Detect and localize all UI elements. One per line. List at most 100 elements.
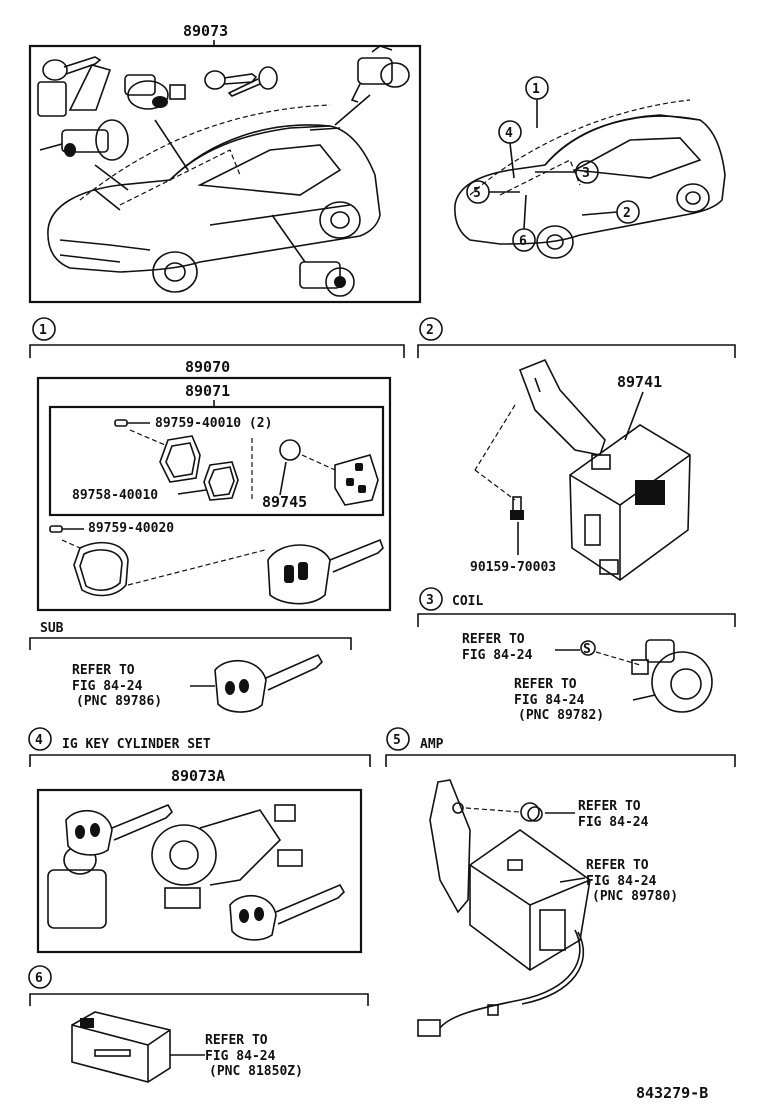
- rubber-pad-icon: [159, 435, 201, 483]
- part-89071: 89071: [185, 382, 230, 400]
- ig-cylinder-icon: [151, 804, 303, 909]
- svg-text:4: 4: [505, 126, 513, 141]
- amp-wire-icon: [417, 929, 585, 1037]
- svg-text:(PNC 81850Z): (PNC 81850Z): [209, 1064, 303, 1079]
- svg-text:1: 1: [532, 82, 540, 97]
- battery-icon: [279, 439, 301, 461]
- svg-text:1: 1: [39, 323, 47, 338]
- part-89070: 89070: [185, 358, 230, 376]
- svg-text:(PNC 89786): (PNC 89786): [76, 694, 162, 709]
- amp-box-icon: [469, 829, 591, 971]
- svg-text:6: 6: [519, 234, 527, 249]
- callout-6: 6: [512, 194, 536, 252]
- callout-4: 4: [498, 120, 522, 179]
- svg-text:REFER TO: REFER TO: [578, 799, 641, 814]
- amp-bracket-icon: [429, 779, 471, 914]
- callout-1: 1: [525, 76, 549, 128]
- sub-ref-text: REFER TO FIG 84-24 (PNC 89786): [72, 663, 162, 709]
- part-89073A: 89073A: [171, 767, 225, 785]
- section-1-header: 1: [29, 317, 405, 358]
- car-illustration-main: [47, 104, 381, 293]
- screw-b-icon: [49, 525, 84, 533]
- sensor-ref-text: REFER TO FIG 84-24 (PNC 81850Z): [205, 1033, 303, 1079]
- svg-text:(PNC 89782): (PNC 89782): [518, 708, 604, 723]
- sub-bracket: [29, 637, 352, 650]
- svg-text:REFER TO: REFER TO: [72, 663, 135, 678]
- coil-ring-icon: [631, 639, 713, 713]
- svg-text:REFER TO: REFER TO: [514, 677, 577, 692]
- svg-text:5: 5: [473, 186, 481, 201]
- svg-text:FIG 84-24: FIG 84-24: [514, 693, 585, 708]
- part-89741: 89741: [617, 373, 662, 391]
- section-5-header: 5 AMP: [385, 727, 736, 767]
- svg-text:5: 5: [393, 733, 401, 748]
- svg-text:3: 3: [582, 166, 590, 181]
- part-90159-70003: 90159-70003: [470, 560, 556, 575]
- trunk-cylinder-icon: [334, 45, 410, 126]
- part-89758-40010: 89758-40010: [72, 488, 158, 503]
- top-main-box: [28, 44, 422, 304]
- svg-text:FIG 84-24: FIG 84-24: [586, 874, 657, 889]
- sub-label: SUB: [40, 621, 64, 636]
- svg-text:FIG 84-24: FIG 84-24: [462, 648, 533, 663]
- sensor-block-icon: [71, 1011, 171, 1083]
- ig-key-top-icon: [65, 803, 173, 856]
- screw-icon: [114, 419, 150, 427]
- coil-ref-b: REFER TO FIG 84-24 (PNC 89782): [514, 677, 604, 723]
- svg-text:3: 3: [426, 593, 434, 608]
- ignition-cylinder-icon: [39, 119, 129, 191]
- svg-text:REFER TO: REFER TO: [205, 1033, 268, 1048]
- top-part-number: 89073: [183, 22, 228, 40]
- case-ring-icon: [203, 461, 239, 501]
- ig-key-title: IG KEY CYLINDER SET: [62, 737, 211, 752]
- remote-cover-icon: [334, 454, 379, 506]
- callout-5: 5: [466, 180, 520, 204]
- amp-ref-a: REFER TO FIG 84-24: [578, 799, 649, 830]
- svg-text:2: 2: [623, 206, 631, 221]
- svg-text:FIG 84-24: FIG 84-24: [72, 679, 143, 694]
- coil-title: COIL: [452, 594, 483, 609]
- svg-text:FIG 84-24: FIG 84-24: [205, 1049, 276, 1064]
- box-89070: [36, 376, 392, 612]
- part-89745: 89745: [262, 493, 307, 511]
- coil-ref-a: REFER TO FIG 84-24: [462, 632, 533, 663]
- keys-pair-icon: [204, 66, 278, 97]
- door-cylinder-bottom-icon: [271, 214, 355, 297]
- control-module-icon: [569, 424, 691, 581]
- master-key-icon: [267, 538, 384, 605]
- sub-key-icon: [214, 653, 323, 713]
- door-cylinder-icon: [124, 74, 189, 171]
- part-89759-40010: 89759-40010 (2): [155, 416, 272, 431]
- ig-key-bottom-icon: [229, 883, 345, 941]
- amp-title: AMP: [420, 737, 444, 752]
- svg-text:6: 6: [35, 971, 43, 986]
- svg-text:REFER TO: REFER TO: [586, 858, 649, 873]
- section-3-header: 3 COIL: [417, 587, 736, 627]
- svg-text:4: 4: [35, 733, 43, 748]
- box-89073A: [36, 788, 363, 954]
- section-4-header: 4 IG KEY CYLINDER SET: [28, 727, 371, 767]
- footer-code: 843279-B: [636, 1084, 708, 1102]
- part-89759-40020: 89759-40020: [88, 521, 174, 536]
- callout-2: 2: [581, 200, 640, 224]
- svg-text:FIG 84-24: FIG 84-24: [578, 815, 649, 830]
- amp-clip-icon: [520, 802, 543, 822]
- section-2-header: 2: [417, 317, 736, 358]
- svg-text:2: 2: [426, 323, 434, 338]
- svg-text:(PNC 89780): (PNC 89780): [592, 889, 678, 904]
- amp-ref-b: REFER TO FIG 84-24 (PNC 89780): [586, 858, 678, 904]
- svg-text:REFER TO: REFER TO: [462, 632, 525, 647]
- bolt-icon: [510, 496, 524, 520]
- key-shell-icon: [73, 541, 129, 597]
- section-6-header: 6: [28, 965, 369, 1006]
- key-tag-icon: [37, 56, 112, 117]
- ig-key-tag-icon: [47, 845, 107, 929]
- s-clip-icon: S: [580, 640, 596, 657]
- callout-3: 3: [535, 160, 599, 184]
- car-illustration-callouts: [454, 99, 726, 259]
- module-bracket-icon: [518, 358, 606, 456]
- svg-text:S: S: [583, 642, 591, 657]
- box-89071: [48, 405, 385, 517]
